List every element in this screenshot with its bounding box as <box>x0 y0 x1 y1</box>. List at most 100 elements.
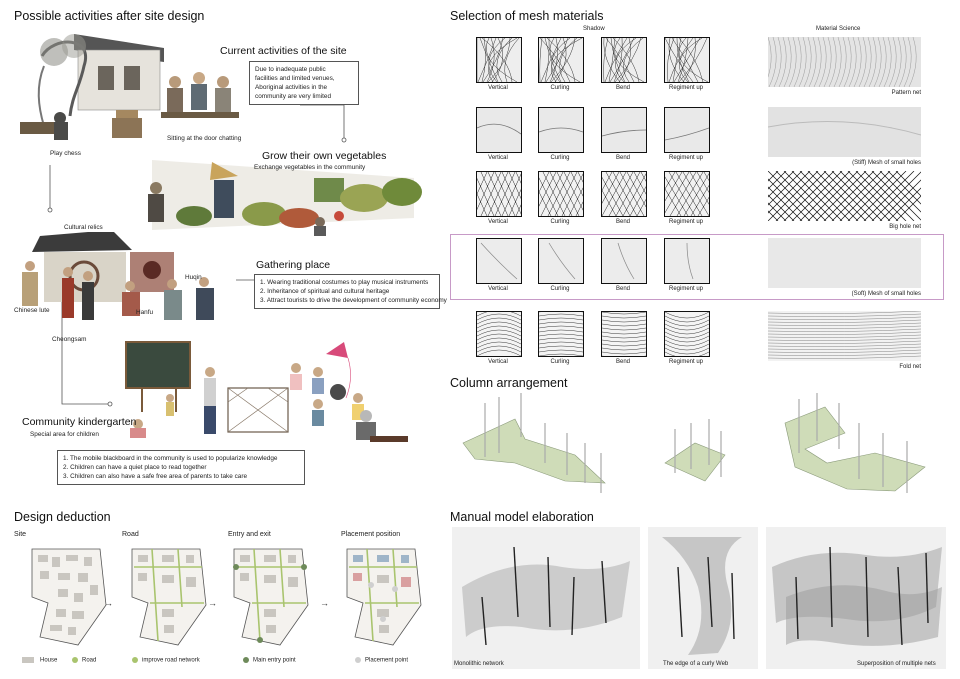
model-photo-curly-web <box>648 527 758 669</box>
mesh-label: Regiment up <box>668 85 704 91</box>
site-plan-site <box>28 545 108 655</box>
legend-main-entry: Main entry point <box>243 657 296 664</box>
current-box-line: facilities and limited venues, <box>255 75 335 82</box>
mesh-texture-icon <box>602 239 646 283</box>
mesh-sample-tile <box>664 238 710 284</box>
mesh-label: Curling <box>550 359 570 365</box>
label-chinese-lute: Chinese lute <box>14 307 50 314</box>
model-photo-monolithic <box>452 527 640 669</box>
label-huqin: Huqin <box>185 274 202 281</box>
legend-house: House <box>22 657 57 664</box>
label-special-area-children: Special area for children <box>30 431 99 438</box>
site-plan-placement <box>343 545 423 655</box>
step-label-road: Road <box>122 531 139 538</box>
section-title-mesh-materials: Selection of mesh materials <box>450 9 604 23</box>
material-strip <box>768 311 921 361</box>
main-entry-dot-icon <box>243 657 249 663</box>
gathering-item: 1. Wearing traditional costumes to play … <box>260 279 429 286</box>
model-photo-multiple-nets <box>766 527 946 669</box>
material-texture-icon <box>768 171 921 221</box>
mesh-label: Regiment up <box>668 155 704 161</box>
material-texture-icon <box>768 311 921 361</box>
mesh-label: Bend <box>615 85 630 91</box>
mesh-sample-tile <box>538 238 584 284</box>
mesh-label: Vertical <box>488 85 508 91</box>
mesh-sample-tile <box>538 311 584 357</box>
mesh-label: Curling <box>550 286 570 292</box>
legend-placement: Placement point <box>355 657 408 664</box>
step-label-entry-exit: Entry and exit <box>228 531 271 538</box>
heading-gathering-place: Gathering place <box>256 259 331 271</box>
site-plan-entry-exit <box>230 545 310 655</box>
label-play-chess: Play chess <box>50 150 81 157</box>
mesh-texture-icon <box>539 172 583 216</box>
mesh-label: Regiment up <box>668 219 704 225</box>
material-name: Fold net <box>899 364 921 370</box>
vegetable-market-illustration <box>134 148 430 238</box>
kindergarten-item: 3. Children can also have a safe free ar… <box>63 473 248 480</box>
road-dot-icon <box>72 657 78 663</box>
kindergarten-item: 2. Children can have a quiet place to re… <box>63 464 207 471</box>
arrow-right-icon: → <box>104 598 113 608</box>
mesh-sample-tile <box>476 171 522 217</box>
section-title-column-arrangement: Column arrangement <box>450 376 568 390</box>
material-name: Big hole net <box>889 224 921 230</box>
mesh-sample-tile <box>538 171 584 217</box>
arrow-right-icon: → <box>208 598 217 608</box>
mesh-texture-icon <box>539 108 583 152</box>
mesh-label: Curling <box>550 155 570 161</box>
mesh-texture-icon <box>539 239 583 283</box>
mesh-label: Regiment up <box>668 359 704 365</box>
caption-curly-web: The edge of a curly Web <box>663 661 729 667</box>
village-chess-illustration <box>14 26 174 146</box>
gathering-item: 2. Inheritance of spiritual and cultural… <box>260 288 390 295</box>
label-hanfu: Hanfu <box>136 309 154 316</box>
label-cheongsam: Cheongsam <box>52 336 87 343</box>
material-strip <box>768 107 921 157</box>
caption-monolithic-network: Monolithic network <box>454 661 504 667</box>
sitting-people-illustration <box>155 60 245 132</box>
mesh-sample-tile <box>476 107 522 153</box>
column-arrangement-models <box>455 393 945 503</box>
current-box-line: Due to inadequate public <box>255 66 326 73</box>
legend-label: Road <box>82 657 97 664</box>
mesh-texture-icon <box>477 108 521 152</box>
mesh-sample-tile <box>601 37 647 83</box>
mesh-label: Vertical <box>488 155 508 161</box>
mesh-label: Curling <box>550 219 570 225</box>
mesh-label: Bend <box>615 359 630 365</box>
caption-multiple-nets: Superposition of multiple nets <box>857 661 936 667</box>
mesh-texture-icon <box>539 312 583 356</box>
selected-material-highlight <box>450 234 944 300</box>
kindergarten-item: 1. The mobile blackboard in the communit… <box>63 455 278 462</box>
mesh-texture-icon <box>665 172 709 216</box>
header-shadow: Shadow <box>583 26 605 32</box>
mesh-texture-icon <box>665 38 709 82</box>
label-exchange-vegetables: Exchange vegetables in the community <box>254 164 366 171</box>
material-strip <box>768 171 921 221</box>
mesh-texture-icon <box>665 108 709 152</box>
mesh-sample-tile <box>664 37 710 83</box>
mesh-label: Vertical <box>488 286 508 292</box>
mesh-label: Curling <box>550 85 570 91</box>
mesh-texture-icon <box>602 38 646 82</box>
arrow-right-icon: → <box>320 598 329 608</box>
gathering-item: 3. Attract tourists to drive the develop… <box>260 297 447 304</box>
mesh-texture-icon <box>602 172 646 216</box>
legend-label: Placement point <box>365 657 409 664</box>
current-box-line: Aboriginal activities in the <box>255 84 328 91</box>
legend-improve-road: improve road network <box>132 657 200 664</box>
current-box-line: community are very limited <box>255 93 331 100</box>
mesh-texture-icon <box>665 239 709 283</box>
mesh-label: Vertical <box>488 359 508 365</box>
section-title-activities: Possible activities after site design <box>14 9 205 23</box>
mesh-sample-tile <box>601 238 647 284</box>
placement-dot-icon <box>355 657 361 663</box>
legend-road: Road <box>72 657 96 664</box>
connector-lines <box>47 104 347 407</box>
label-sitting-chatting: Sitting at the door chatting <box>167 135 242 142</box>
mesh-sample-tile <box>601 171 647 217</box>
mesh-texture-icon <box>539 38 583 82</box>
heading-current-activities: Current activities of the site <box>220 45 347 57</box>
material-texture-icon <box>768 37 921 87</box>
